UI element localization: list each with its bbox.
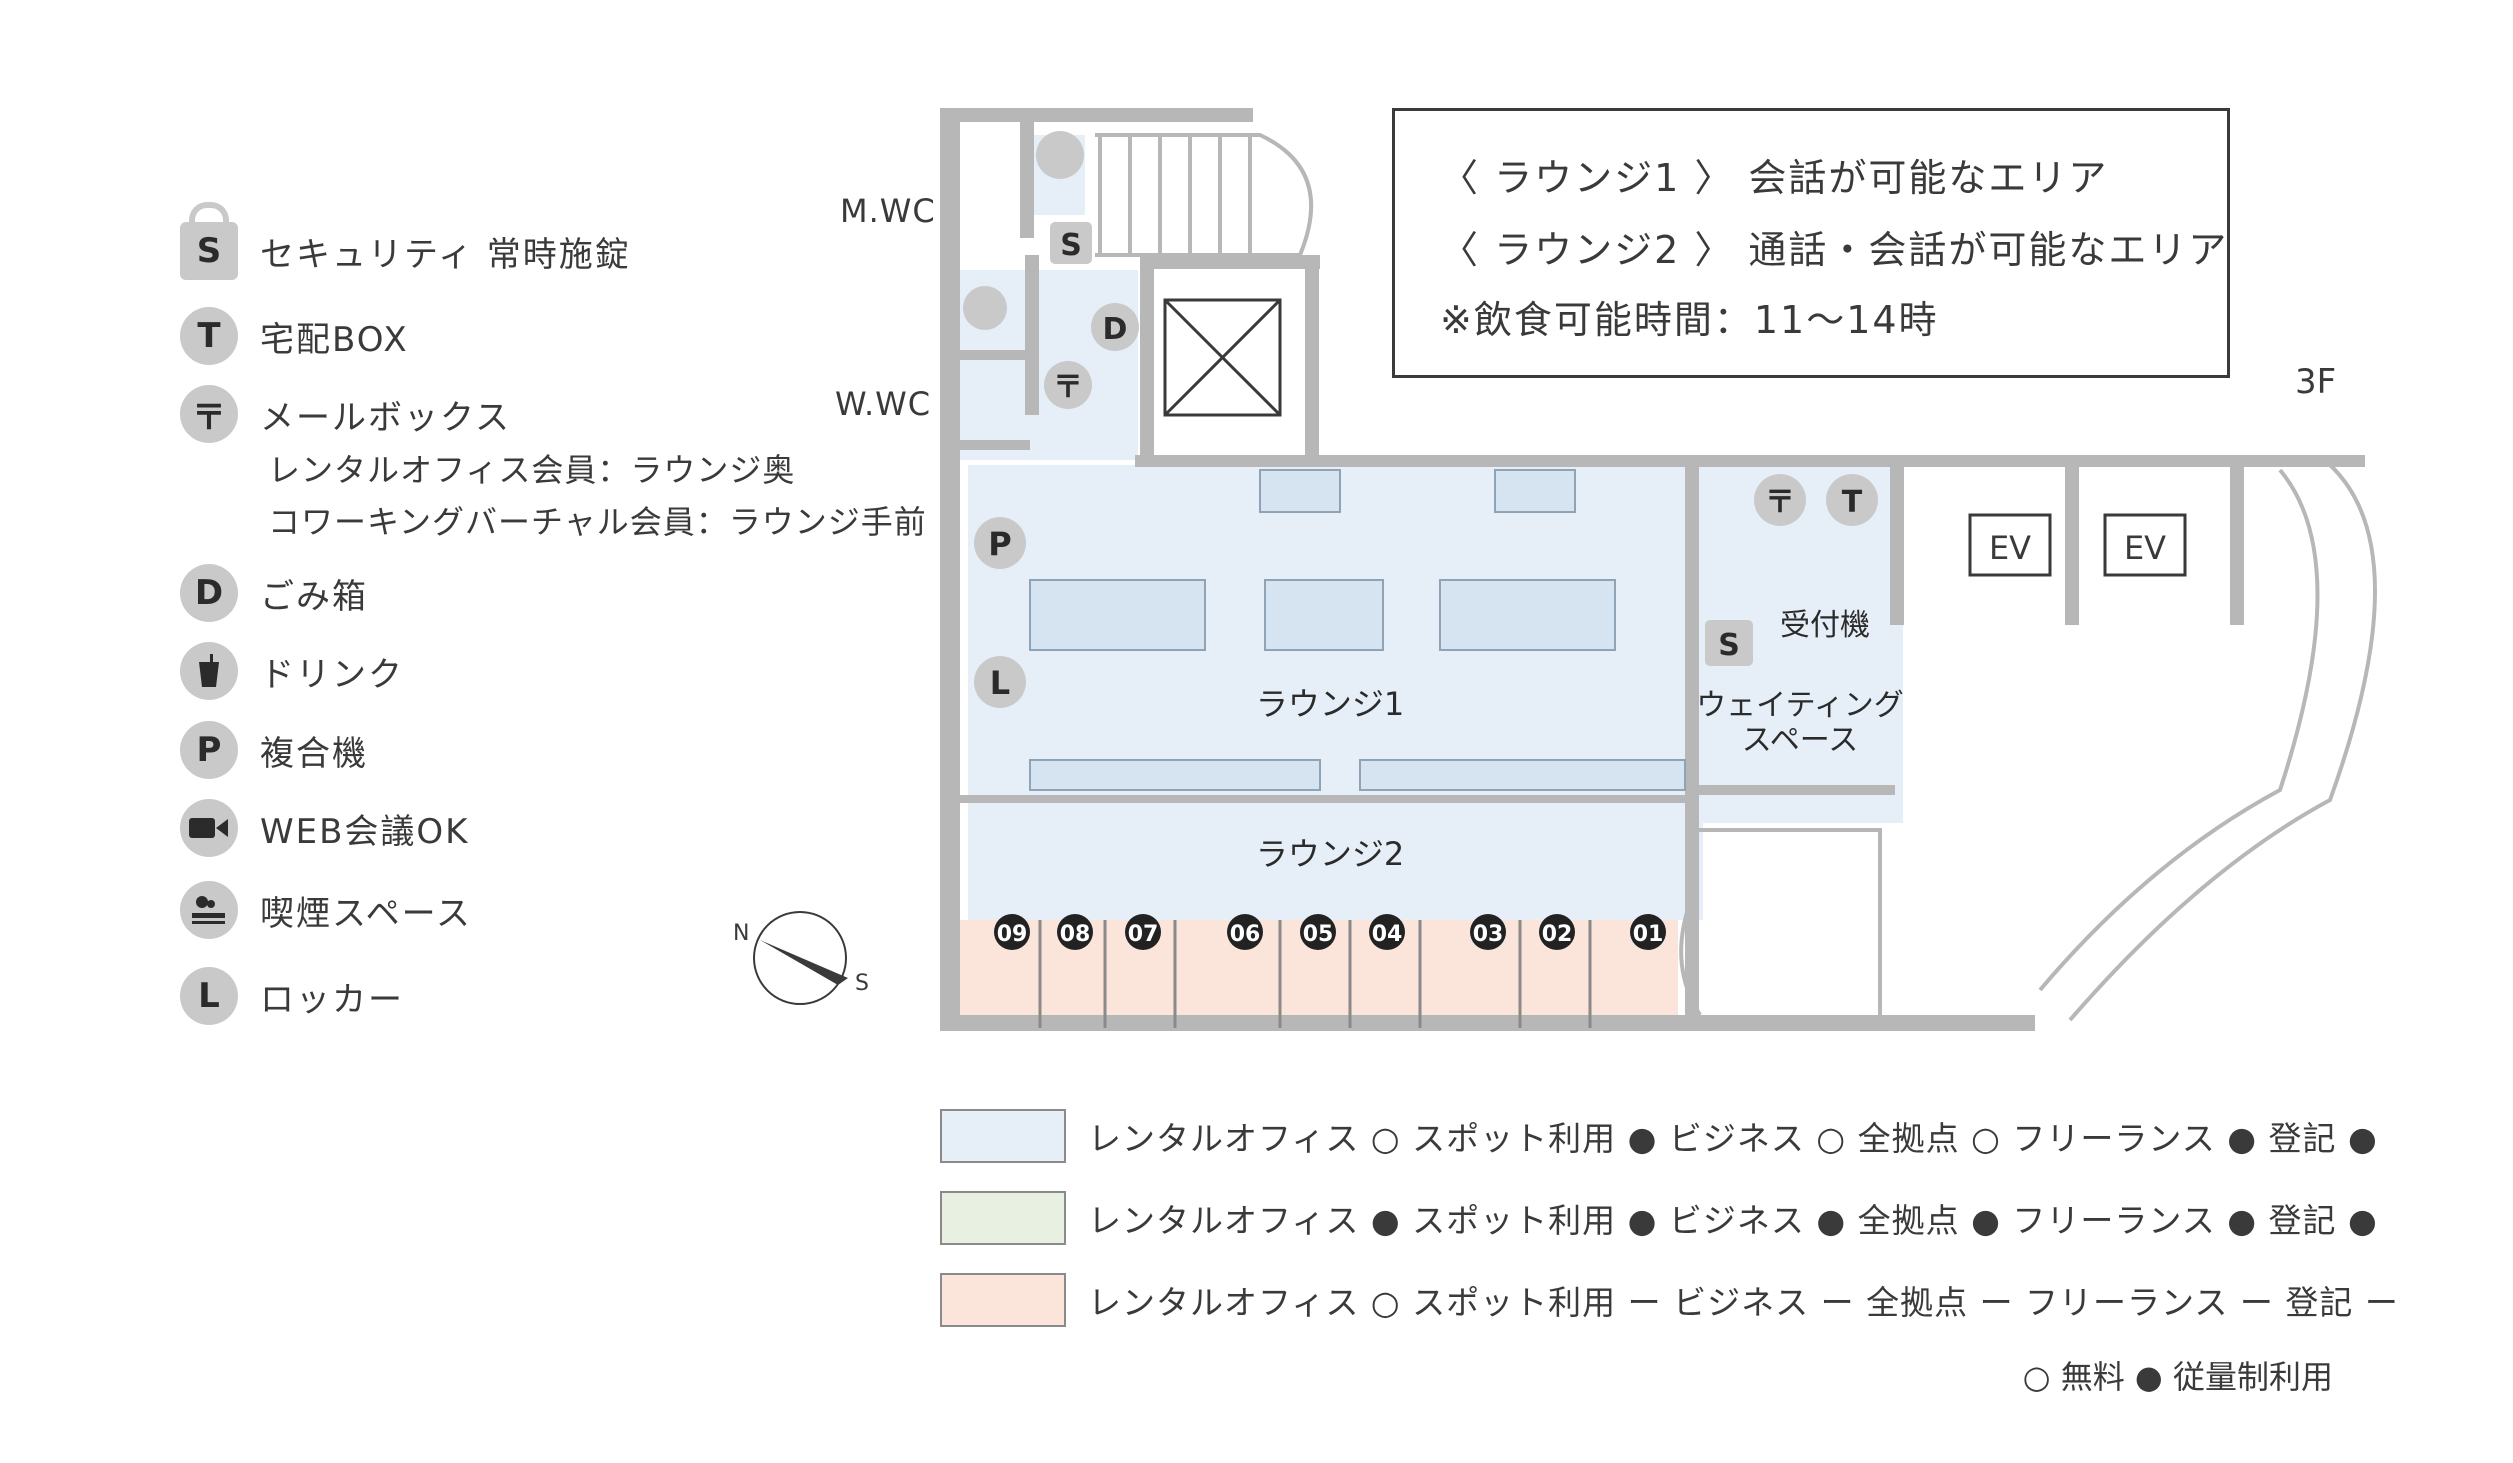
map-icons: P L D 〒 S 〒 T S	[963, 131, 1878, 708]
booth-number: 01	[1633, 922, 1664, 947]
lounge1-label: ラウンジ1	[1256, 685, 1404, 723]
lounge2-info: 〈 ラウンジ2 〉 通話・会話が可能なエリア	[1440, 228, 2229, 272]
locker-icon: L	[180, 967, 238, 1025]
map-smoking-icon	[1036, 131, 1084, 179]
map-lock-icon-2: S	[1718, 628, 1740, 663]
legend-mailbox: 〒 メールボックス	[180, 383, 511, 445]
booth-badge	[1470, 914, 1506, 950]
booth-badge	[1057, 914, 1093, 950]
booth-badge	[1227, 914, 1263, 950]
fee-footnote: ○ 無料 ● 従量制利用	[2022, 1358, 2333, 1396]
legend-drink: ドリンク	[180, 640, 404, 702]
legend-locker: L ロッカー	[180, 965, 404, 1027]
compass: N S	[733, 911, 869, 1005]
swatch-green	[940, 1191, 1066, 1245]
booth-badge	[1539, 914, 1575, 950]
compass-south: S	[855, 971, 869, 996]
key-text-blue: レンタルオフィス ○ スポット利用 ● ビジネス ○ 全拠点 ○ フリーランス …	[1088, 1119, 2378, 1158]
mailbox-note-rental: レンタルオフィス会員：ラウンジ奥	[268, 451, 796, 489]
mailbox-note-coworking: コワーキングバーチャル会員：ラウンジ手前	[268, 503, 927, 541]
legend-printer: P 複合機	[180, 719, 368, 781]
booth-labels: 09 08 07 06 05 04 03 02 01	[994, 914, 1666, 950]
video-camera-icon	[180, 799, 238, 857]
mailbox-icon: 〒	[180, 385, 238, 443]
elevator-shaft	[1163, 298, 2187, 577]
booth-badge	[1369, 914, 1405, 950]
legend-delivery: T 宅配BOX	[180, 305, 409, 367]
drink-icon	[180, 642, 238, 700]
printer-icon: P	[180, 721, 238, 779]
legend-security: S セキュリティ 常時施錠	[180, 202, 631, 282]
legend-dust: D ごみ箱	[180, 562, 368, 624]
ev-label-1: EV	[1989, 529, 2031, 567]
womens-wc-label: W.WC	[835, 385, 932, 423]
map-printer-icon: P	[988, 525, 1011, 563]
booth-number: 07	[1128, 922, 1159, 947]
swatch-blue	[940, 1109, 1066, 1163]
booth-badge	[1125, 914, 1161, 950]
legend-web-meeting-label: WEB会議OK	[260, 811, 470, 852]
walls	[940, 108, 2365, 1031]
waiting-label-1: ウェイティング	[1696, 688, 1904, 723]
delivery-box-icon: T	[180, 307, 238, 365]
swatch-peach	[940, 1273, 1066, 1327]
meal-time-info: ※飲食可能時間：11〜14時	[1440, 298, 1939, 342]
furniture	[1029, 469, 1686, 791]
map-drink-icon	[963, 286, 1007, 330]
booth-number: 05	[1303, 922, 1334, 947]
booth-dividers	[1038, 920, 1592, 1028]
floor-label: 3F	[2295, 362, 2337, 402]
legend-delivery-label: 宅配BOX	[260, 319, 409, 360]
booth-number: 06	[1230, 922, 1261, 947]
ev-label-2: EV	[2124, 529, 2166, 567]
legend-dust-label: ごみ箱	[260, 576, 368, 617]
lounge-info-box: 〈 ラウンジ1 〉 会話が可能なエリア 〈 ラウンジ2 〉 通話・会話が可能なエ…	[1392, 108, 2230, 378]
map-delivery-box-icon: T	[1842, 485, 1863, 520]
zones	[958, 135, 1903, 1030]
key-text-peach: レンタルオフィス ○ スポット利用 ー ビジネス ー 全拠点 ー フリーランス …	[1088, 1283, 2399, 1322]
booth-number: 04	[1372, 922, 1403, 947]
key-row-peach: レンタルオフィス ○ スポット利用 ー ビジネス ー 全拠点 ー フリーランス …	[940, 1272, 2399, 1328]
legend-drink-label: ドリンク	[260, 654, 404, 695]
booth-number: 08	[1060, 922, 1091, 947]
legend-web-meeting: WEB会議OK	[180, 797, 469, 859]
booth-number: 09	[997, 922, 1028, 947]
booth-badge	[1300, 914, 1336, 950]
legend-smoking: 喫煙スペース	[180, 879, 472, 941]
dust-box-icon: D	[180, 564, 238, 622]
compass-north: N	[733, 921, 749, 946]
key-row-green: レンタルオフィス ● スポット利用 ● ビジネス ● 全拠点 ● フリーランス …	[940, 1190, 2378, 1246]
legend-smoking-label: 喫煙スペース	[260, 893, 472, 934]
legend-mailbox-label: メールボックス	[260, 397, 511, 438]
smoking-icon	[180, 881, 238, 939]
waiting-label-2: スペース	[1742, 723, 1858, 758]
map-lock-icon: S	[1060, 228, 1082, 263]
booth-number: 03	[1473, 922, 1504, 947]
reception-label: 受付機	[1780, 608, 1870, 643]
stairs	[1095, 133, 2377, 1022]
lounge2-label: ラウンジ2	[1256, 835, 1404, 873]
booth-badge	[994, 914, 1030, 950]
mens-wc-label: M.WC	[840, 192, 936, 230]
booth-number: 02	[1542, 922, 1573, 947]
key-text-green: レンタルオフィス ● スポット利用 ● ビジネス ● 全拠点 ● フリーランス …	[1088, 1201, 2378, 1240]
lounge1-info: 〈 ラウンジ1 〉 会話が可能なエリア	[1440, 156, 2109, 200]
map-dust-icon: D	[1103, 312, 1128, 347]
map-locker-icon: L	[990, 664, 1010, 702]
booth-badge	[1630, 914, 1666, 950]
legend-printer-label: 複合機	[260, 733, 368, 774]
legend-security-label: セキュリティ 常時施錠	[260, 234, 631, 275]
map-mailbox-icon: 〒	[1053, 370, 1083, 405]
lock-icon: S	[180, 202, 238, 280]
legend-locker-label: ロッカー	[260, 979, 404, 1020]
map-mailbox-icon-2: 〒	[1765, 485, 1795, 520]
key-row-blue: レンタルオフィス ○ スポット利用 ● ビジネス ○ 全拠点 ○ フリーランス …	[940, 1108, 2378, 1164]
